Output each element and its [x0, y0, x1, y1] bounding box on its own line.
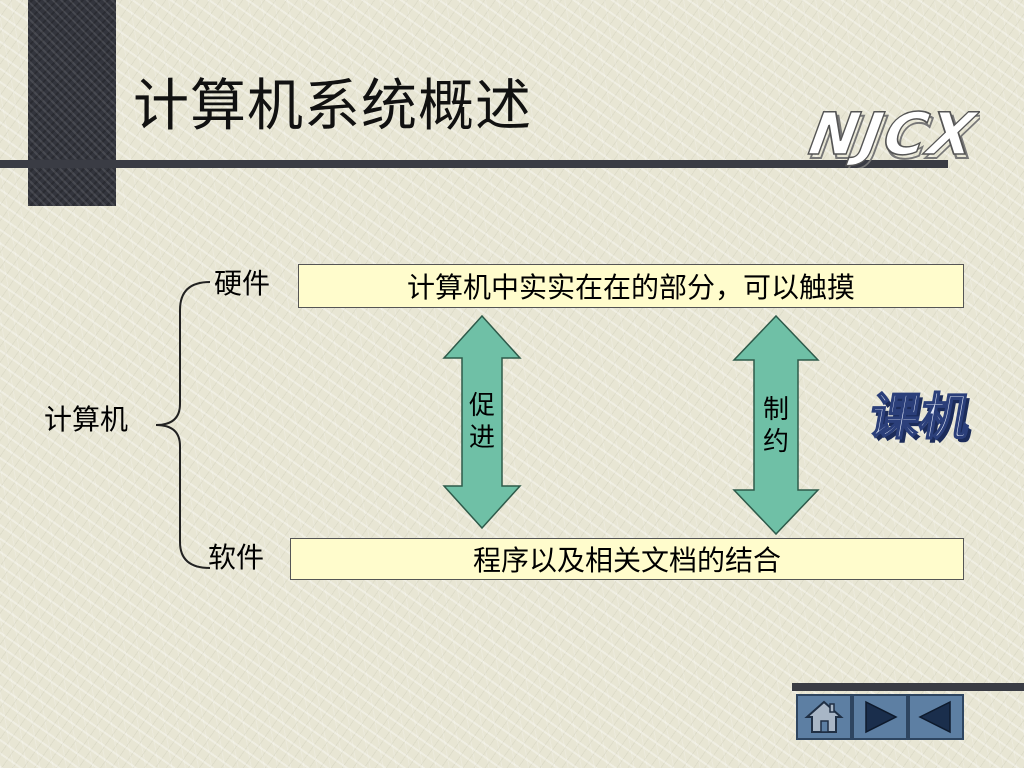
promote-double-arrow [442, 314, 522, 530]
promote-label-line1: 促 [468, 391, 495, 421]
promote-label: 促 进 [462, 390, 502, 454]
courseware-logo: 课机 课机 [868, 387, 979, 450]
home-icon [804, 700, 844, 733]
njcx-logo-text: NJCX [800, 101, 980, 168]
restrict-double-arrow [732, 314, 820, 536]
next-slide-button[interactable] [852, 694, 908, 740]
software-label: 软件 [208, 541, 265, 574]
computer-root-label: 计算机 [44, 403, 129, 436]
njcx-logo: NJCX NJCX [800, 100, 980, 168]
next-icon [865, 700, 898, 734]
hardware-label: 硬件 [214, 267, 271, 300]
previous-icon [918, 700, 951, 734]
software-description-box: 程序以及相关文档的结合 [290, 538, 964, 580]
previous-slide-button[interactable] [908, 694, 964, 740]
hardware-description: 计算机中实实在在的部分，可以触摸 [406, 271, 855, 304]
courseware-logo-text: 课机 [868, 387, 976, 446]
nav-decor-line [792, 683, 1024, 691]
restrict-label-line1: 制 [762, 395, 789, 425]
home-button[interactable] [796, 694, 852, 740]
promote-label-line2: 进 [468, 423, 495, 453]
restrict-label: 制 约 [756, 394, 796, 458]
hardware-description-box: 计算机中实实在在的部分，可以触摸 [298, 264, 964, 308]
slide-title: 计算机系统概述 [133, 74, 532, 139]
njcx-logo-shadow: NJCX [800, 105, 980, 168]
left-brace [155, 281, 211, 569]
title-underline [0, 160, 948, 168]
restrict-label-line2: 约 [762, 427, 789, 457]
left-decor-bar [28, 0, 116, 206]
courseware-logo-shadow: 课机 [868, 391, 979, 450]
software-description: 程序以及相关文档的结合 [472, 544, 781, 577]
